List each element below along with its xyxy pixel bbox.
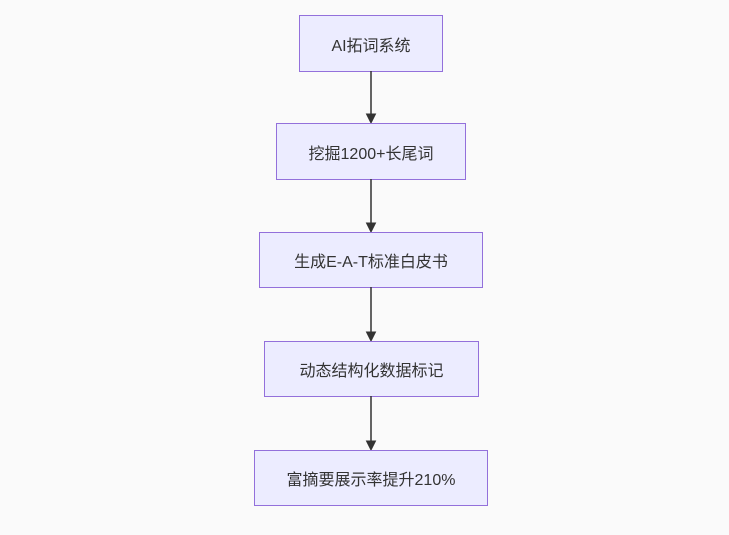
flowchart-node-structured-data: 动态结构化数据标记	[264, 341, 479, 397]
flowchart-node-longtail-keywords: 挖掘1200+长尾词	[276, 123, 466, 180]
flow-arrow-3	[365, 287, 377, 342]
node-label: 富摘要展示率提升210%	[286, 472, 456, 489]
flowchart-node-ai-system: AI拓词系统	[299, 15, 443, 72]
flow-arrow-4	[365, 396, 377, 451]
node-label: 生成E-A-T标准白皮书	[294, 254, 448, 271]
flow-arrow-2	[365, 179, 377, 233]
node-label: 挖掘1200+长尾词	[308, 145, 434, 163]
node-label: 动态结构化数据标记	[299, 363, 444, 380]
flowchart-node-eat-whitepaper: 生成E-A-T标准白皮书	[259, 232, 483, 288]
flowchart-node-rich-snippet-result: 富摘要展示率提升210%	[254, 450, 488, 506]
node-label: AI拓词系统	[331, 37, 411, 55]
flow-arrow-1	[365, 71, 377, 124]
